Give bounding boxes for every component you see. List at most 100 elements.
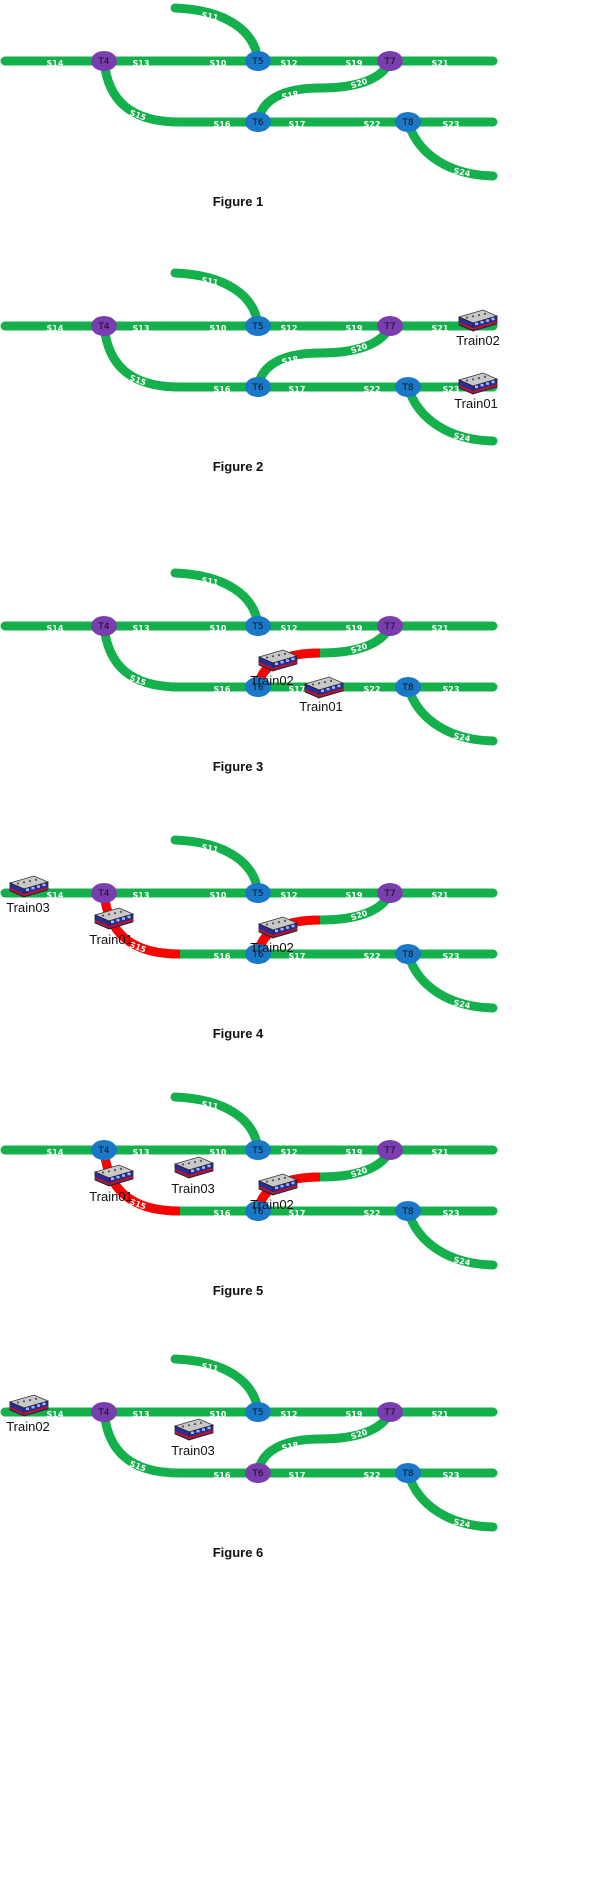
switch-marker: [245, 1402, 271, 1422]
switch-label: T5: [251, 889, 263, 899]
switch-marker: [245, 1140, 271, 1160]
train-train01: Train01: [89, 1164, 135, 1204]
switch-marker: [377, 51, 403, 71]
segment-label-s15: S15: [128, 108, 147, 122]
switch-marker: [377, 316, 403, 336]
segment-label-s10: S10: [210, 1410, 227, 1419]
switch-t6: T6: [245, 944, 271, 964]
segment-label-s10: S10: [210, 324, 227, 333]
segment-label-s10: S10: [210, 59, 227, 68]
switch-marker: [377, 1140, 403, 1160]
segment-label-s19: S19: [346, 624, 363, 633]
switch-t4: T4: [91, 1140, 117, 1160]
segment-label-s13: S13: [133, 1410, 150, 1419]
segment-label-s19: S19: [346, 324, 363, 333]
train-icon: [93, 1164, 135, 1187]
switch-marker: [395, 1201, 421, 1221]
segment-label-s12: S12: [281, 891, 298, 900]
train-train03: Train03: [171, 1156, 215, 1196]
switch-marker: [245, 1463, 271, 1483]
segment-label-s19: S19: [346, 1410, 363, 1419]
segment-label-s22: S22: [364, 1471, 381, 1480]
switch-label: T5: [251, 622, 263, 632]
segment-label-s16: S16: [214, 120, 231, 129]
train-name-label: Train03: [6, 900, 50, 915]
segment-label-s19: S19: [346, 59, 363, 68]
switch-label: T6: [251, 950, 263, 960]
segment-label-s14: S14: [47, 891, 64, 900]
switch-t5: T5: [245, 1140, 271, 1160]
switch-t7: T7: [377, 1402, 403, 1422]
switch-label: T7: [383, 1408, 395, 1418]
switch-t4: T4: [91, 51, 117, 71]
occupied-segment-s15: [99, 1149, 181, 1216]
segment-label-s17: S17: [289, 120, 306, 129]
switch-marker: [377, 883, 403, 903]
train-icon: [257, 1173, 299, 1196]
segment-label-s15: S15: [128, 373, 147, 387]
switch-t5: T5: [245, 1402, 271, 1422]
switch-marker: [91, 51, 117, 71]
switch-t4: T4: [91, 316, 117, 336]
switch-label: T8: [401, 1207, 413, 1217]
switch-marker: [245, 944, 271, 964]
train-train02: Train02: [250, 916, 299, 955]
switch-t7: T7: [377, 1140, 403, 1160]
segment-label-s22: S22: [364, 120, 381, 129]
train-train03: Train03: [6, 875, 50, 915]
switch-t8: T8: [395, 944, 421, 964]
train-name-label: Train01: [89, 1189, 133, 1204]
figure-caption: Figure 3: [213, 759, 264, 774]
segment-label-s18: S18: [281, 1440, 300, 1452]
segment-label-s21: S21: [432, 1148, 449, 1157]
segment-label-s13: S13: [133, 59, 150, 68]
segment-label-s11: S11: [201, 1362, 220, 1374]
segment-label-s24: S24: [453, 166, 472, 178]
segment-label-s22: S22: [364, 385, 381, 394]
switch-marker: [245, 51, 271, 71]
train-train02: Train02: [6, 1394, 50, 1434]
switch-marker: [395, 377, 421, 397]
segment-label-s24: S24: [453, 998, 472, 1010]
train-name-label: Train01: [89, 932, 133, 947]
switch-label: T5: [251, 1146, 263, 1156]
switch-label: T6: [251, 683, 263, 693]
switch-t8: T8: [395, 377, 421, 397]
switch-t5: T5: [245, 616, 271, 636]
switch-marker: [91, 1402, 117, 1422]
segment-label-s24: S24: [453, 1517, 472, 1529]
train-icon: [257, 916, 299, 939]
train-icon: [173, 1156, 215, 1179]
switch-t6: T6: [245, 112, 271, 132]
switch-label: T4: [97, 1146, 109, 1156]
train-name-label: Train02: [6, 1419, 50, 1434]
switch-label: T5: [251, 57, 263, 67]
switch-label: T7: [383, 1146, 395, 1156]
segment-label-s16: S16: [214, 1209, 231, 1218]
train-name-label: Train02: [250, 673, 294, 688]
switch-t6: T6: [245, 377, 271, 397]
switch-label: T8: [401, 950, 413, 960]
train-train03: Train03: [171, 1418, 215, 1458]
switch-t7: T7: [377, 51, 403, 71]
switch-marker: [245, 616, 271, 636]
switch-marker: [245, 1201, 271, 1221]
figure-caption: Figure 4: [213, 1026, 264, 1041]
segment-label-s23: S23: [443, 952, 460, 961]
switch-label: T8: [401, 383, 413, 393]
segment-label-s19: S19: [346, 1148, 363, 1157]
segment-label-s15: S15: [128, 1459, 147, 1473]
segment-label-s10: S10: [210, 624, 227, 633]
train-name-label: Train01: [454, 396, 498, 411]
switch-t8: T8: [395, 677, 421, 697]
switch-t5: T5: [245, 316, 271, 336]
switch-t5: T5: [245, 883, 271, 903]
train-name-label: Train03: [171, 1443, 215, 1458]
segment-label-s23: S23: [443, 1471, 460, 1480]
switch-t6: T6: [245, 677, 271, 697]
train-train01: Train01: [454, 372, 499, 411]
switch-t7: T7: [377, 883, 403, 903]
